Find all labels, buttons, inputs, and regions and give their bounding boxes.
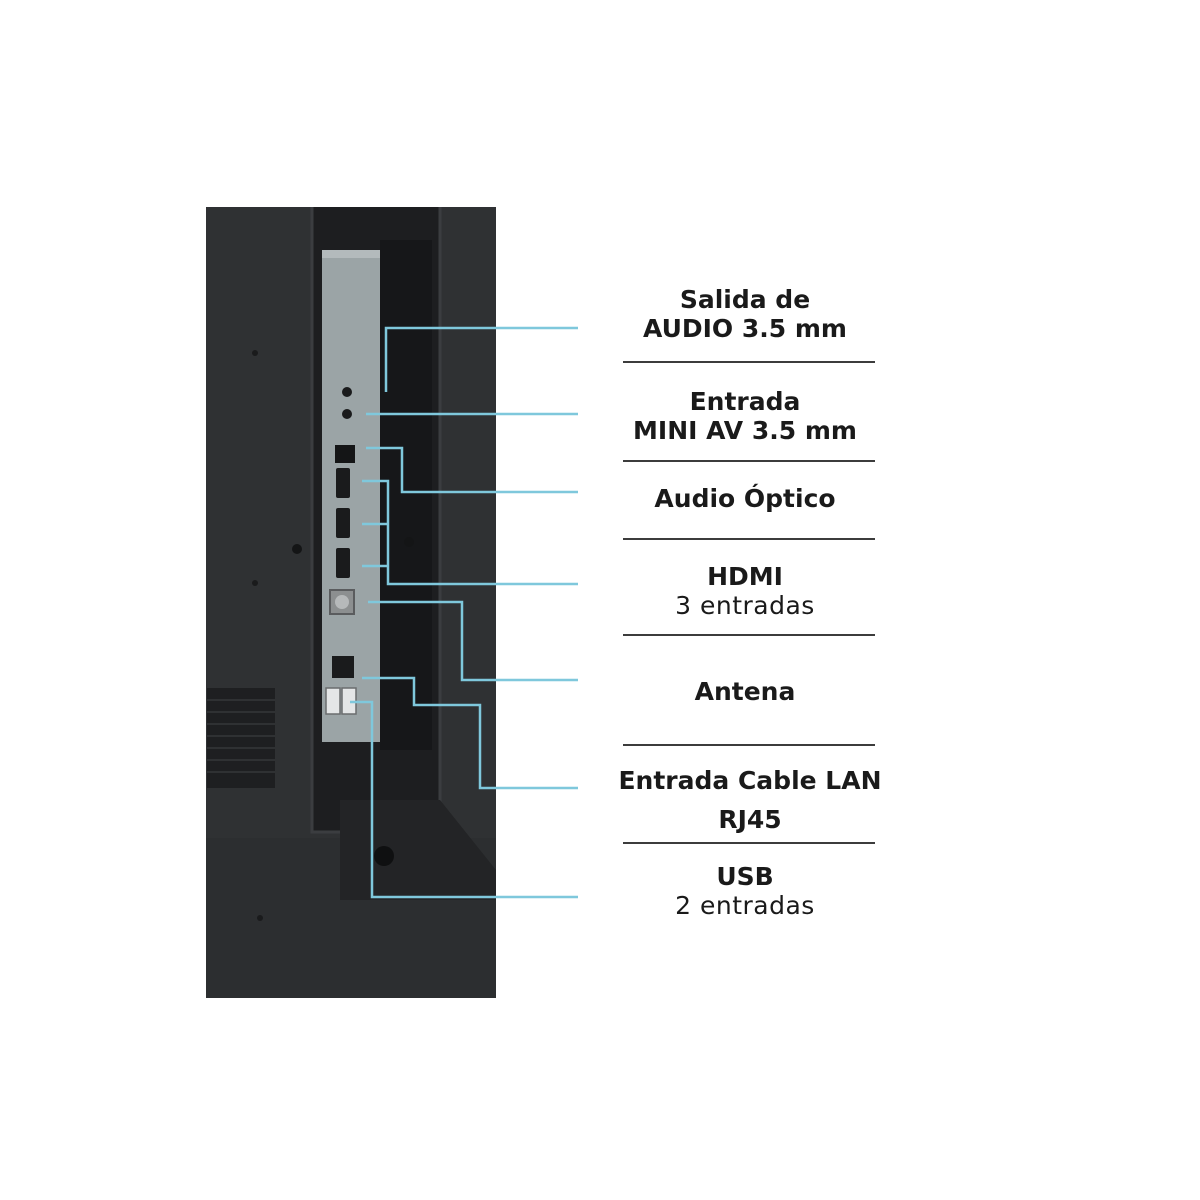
mini-av-jack — [342, 409, 352, 419]
lan-port — [332, 656, 354, 678]
callout-audio-out-line-2: AUDIO 3.5 mm — [643, 314, 847, 343]
callout-mini-av: Entrada MINI AV 3.5 mm — [615, 387, 875, 445]
audio-out-jack — [342, 387, 352, 397]
callout-antenna: Antena — [615, 677, 875, 706]
divider — [623, 460, 875, 462]
callout-hdmi: HDMI 3 entradas — [615, 562, 875, 620]
vent-grille-lines — [207, 699, 275, 773]
callout-hdmi-line-1: HDMI — [707, 562, 783, 591]
screw-hole — [404, 537, 414, 547]
hdmi-port-3 — [336, 548, 350, 578]
leader-lan — [362, 676, 578, 790]
screw-hole — [252, 580, 258, 586]
stand-mount — [340, 800, 496, 900]
divider — [623, 538, 875, 540]
callout-mini-av-line-2: MINI AV 3.5 mm — [633, 416, 857, 445]
screw-hole — [252, 350, 258, 356]
callout-lan: Entrada Cable LAN RJ45 — [580, 761, 920, 839]
callout-lan-line-1: Entrada Cable LAN — [618, 766, 882, 795]
screw-hole — [292, 544, 302, 554]
stand-mount-hole — [374, 846, 394, 866]
callout-mini-av-line-1: Entrada — [689, 387, 801, 416]
leader-audio-out — [384, 326, 578, 392]
divider — [623, 361, 875, 363]
optical-port — [335, 445, 355, 463]
screw-hole — [257, 915, 263, 921]
leader-antenna — [368, 600, 578, 682]
callout-audio-out: Salida de AUDIO 3.5 mm — [615, 285, 875, 343]
callout-lan-line-2: RJ45 — [718, 805, 782, 834]
callout-usb-line-1: USB — [716, 862, 774, 891]
callout-antenna-line-1: Antena — [694, 677, 796, 706]
hdmi-port-1 — [336, 468, 350, 498]
callout-usb-sub: 2 entradas — [675, 891, 815, 920]
leader-usb — [350, 700, 578, 899]
callout-hdmi-sub: 3 entradas — [675, 591, 815, 620]
port-panel-top — [322, 250, 380, 258]
divider — [623, 744, 875, 746]
callout-optical-line-1: Audio Óptico — [654, 484, 836, 513]
callout-optical: Audio Óptico — [615, 484, 875, 513]
callout-leader-lines — [350, 326, 578, 899]
divider — [623, 842, 875, 844]
antenna-connector — [329, 589, 355, 615]
usb-port-1 — [325, 687, 341, 715]
hdmi-port-2 — [336, 508, 350, 538]
divider — [623, 634, 875, 636]
leader-hdmi — [362, 479, 578, 586]
callout-usb: USB 2 entradas — [615, 862, 875, 920]
antenna-connector-core — [335, 595, 349, 609]
leader-optical — [366, 446, 578, 494]
callout-audio-out-line-1: Salida de — [679, 285, 811, 314]
